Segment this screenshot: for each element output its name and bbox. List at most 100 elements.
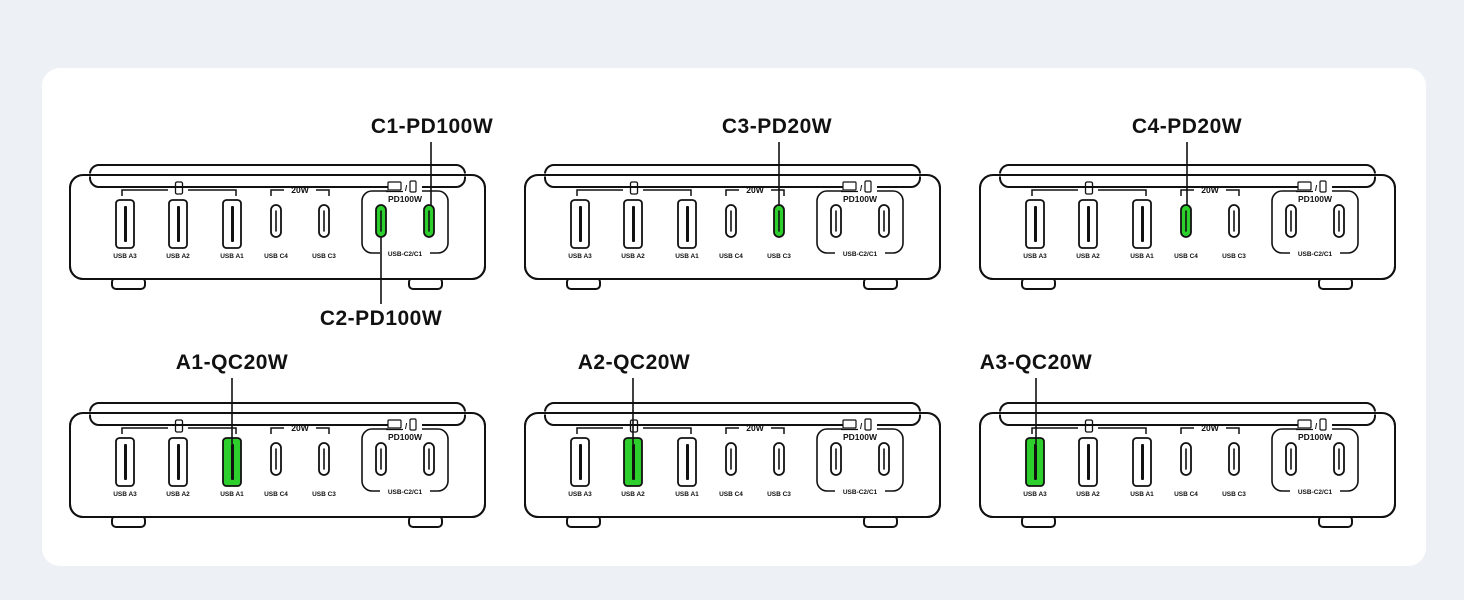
usb-port-a3-tongue xyxy=(579,206,582,242)
group-20w-label: 20W xyxy=(1201,185,1219,195)
callout-label: A3-QC20W xyxy=(980,351,1093,374)
slash-separator: / xyxy=(1315,183,1318,193)
usb-port-a3-tongue xyxy=(579,444,582,480)
usb-port-a2-tongue xyxy=(632,206,635,242)
group-20w-label: 20W xyxy=(291,423,309,433)
group-20w-label: 20W xyxy=(1201,423,1219,433)
phone-icon xyxy=(1084,419,1094,433)
phone-icon xyxy=(1319,418,1327,431)
usb-port-a1-tongue xyxy=(1141,206,1144,242)
port-label-a2: USB A2 xyxy=(621,253,645,260)
usb-port-a1-tongue xyxy=(686,444,689,480)
pd-group-caption: USB-C2/C1 xyxy=(388,251,423,258)
phone-icon xyxy=(1319,180,1327,193)
callout-a2-qc20w: A2-QC20W xyxy=(578,351,691,444)
slash-separator: / xyxy=(860,421,863,431)
phone-icon xyxy=(174,419,184,433)
usb-a-group-bracket xyxy=(121,427,237,434)
port-label-a3: USB A3 xyxy=(1023,253,1047,260)
group-20w-bracket xyxy=(725,189,785,196)
phone-icon xyxy=(409,180,417,193)
charger-outline xyxy=(69,412,486,518)
port-label-a1: USB A1 xyxy=(675,253,699,260)
port-label-c3: USB C3 xyxy=(767,491,791,498)
phone-icon xyxy=(1084,181,1094,195)
port-label-a1: USB A1 xyxy=(1130,491,1154,498)
usb-port-a2-tongue xyxy=(632,444,635,480)
phone-icon-body xyxy=(174,419,184,433)
port-label-a3: USB A3 xyxy=(1023,491,1047,498)
port-label-a1: USB A1 xyxy=(1130,253,1154,260)
callout-c2-pd100w: C2-PD100W xyxy=(320,237,442,330)
laptop-icon xyxy=(387,419,402,429)
usb-port-a1-tongue xyxy=(1141,444,1144,480)
usb-a-group-bracket xyxy=(1031,427,1147,434)
group-20w-label: 20W xyxy=(746,185,764,195)
port-label-a2: USB A2 xyxy=(166,491,190,498)
phone-icon-body xyxy=(1084,181,1094,195)
callout-label: A1-QC20W xyxy=(176,351,289,374)
port-label-c3: USB C3 xyxy=(1222,253,1246,260)
callout-a1-qc20w: A1-QC20W xyxy=(176,351,289,444)
usb-port-a2-tongue xyxy=(177,444,180,480)
slash-separator: / xyxy=(860,183,863,193)
port-label-a2: USB A2 xyxy=(1076,253,1100,260)
port-label-c4: USB C4 xyxy=(264,491,288,498)
laptop-phone-icon: / xyxy=(386,418,417,431)
port-label-c4: USB C4 xyxy=(1174,491,1198,498)
pd-caption-mask xyxy=(835,485,885,497)
usb-port-a3-tongue xyxy=(124,444,127,480)
phone-icon xyxy=(174,181,184,195)
slash-separator: / xyxy=(405,421,408,431)
pd-caption-mask xyxy=(1290,247,1340,259)
phone-icon xyxy=(864,180,872,193)
port-label-c4: USB C4 xyxy=(264,253,288,260)
slash-separator: / xyxy=(405,183,408,193)
pd-group-label: PD100W xyxy=(388,432,423,442)
phone-icon-body xyxy=(629,419,639,433)
charger-outline xyxy=(69,174,486,280)
laptop-icon xyxy=(842,181,857,191)
callout-label: C1-PD100W xyxy=(371,115,493,138)
pd-group-label: PD100W xyxy=(843,194,878,204)
laptop-phone-icon: / xyxy=(1296,180,1327,193)
port-label-a2: USB A2 xyxy=(166,253,190,260)
pd-group-label: PD100W xyxy=(388,194,423,204)
port-label-c3: USB C3 xyxy=(312,491,336,498)
callout-label: A2-QC20W xyxy=(578,351,691,374)
pd-group-label: PD100W xyxy=(1298,432,1333,442)
group-20w-bracket xyxy=(1180,427,1240,434)
usb-port-a2-tongue xyxy=(1087,444,1090,480)
usb-port-a1-tongue xyxy=(686,206,689,242)
port-label-c4: USB C4 xyxy=(719,253,743,260)
usb-a-group-bracket xyxy=(121,189,237,196)
phone-icon-body xyxy=(1084,419,1094,433)
usb-port-a3-tongue xyxy=(124,206,127,242)
charger-outline xyxy=(979,412,1396,518)
usb-port-a2-tongue xyxy=(1087,206,1090,242)
laptop-icon xyxy=(842,419,857,429)
laptop-phone-icon: / xyxy=(841,180,872,193)
laptop-icon xyxy=(387,181,402,191)
port-label-c4: USB C4 xyxy=(1174,253,1198,260)
laptop-icon xyxy=(1297,181,1312,191)
pd-caption-mask xyxy=(380,485,430,497)
phone-icon xyxy=(629,181,639,195)
callout-c1-pd100w: C1-PD100W xyxy=(371,115,493,205)
charger-outline xyxy=(524,174,941,280)
group-20w-bracket xyxy=(270,189,330,196)
port-label-c3: USB C3 xyxy=(1222,491,1246,498)
usb-port-a1-tongue xyxy=(231,206,234,242)
port-label-a3: USB A3 xyxy=(568,253,592,260)
pd-caption-mask xyxy=(835,247,885,259)
port-label-c3: USB C3 xyxy=(312,253,336,260)
pd-caption-mask xyxy=(1290,485,1340,497)
usb-a-group-bracket xyxy=(1031,189,1147,196)
usb-port-a2-tongue xyxy=(177,206,180,242)
usb-port-a1-tongue xyxy=(231,444,234,480)
